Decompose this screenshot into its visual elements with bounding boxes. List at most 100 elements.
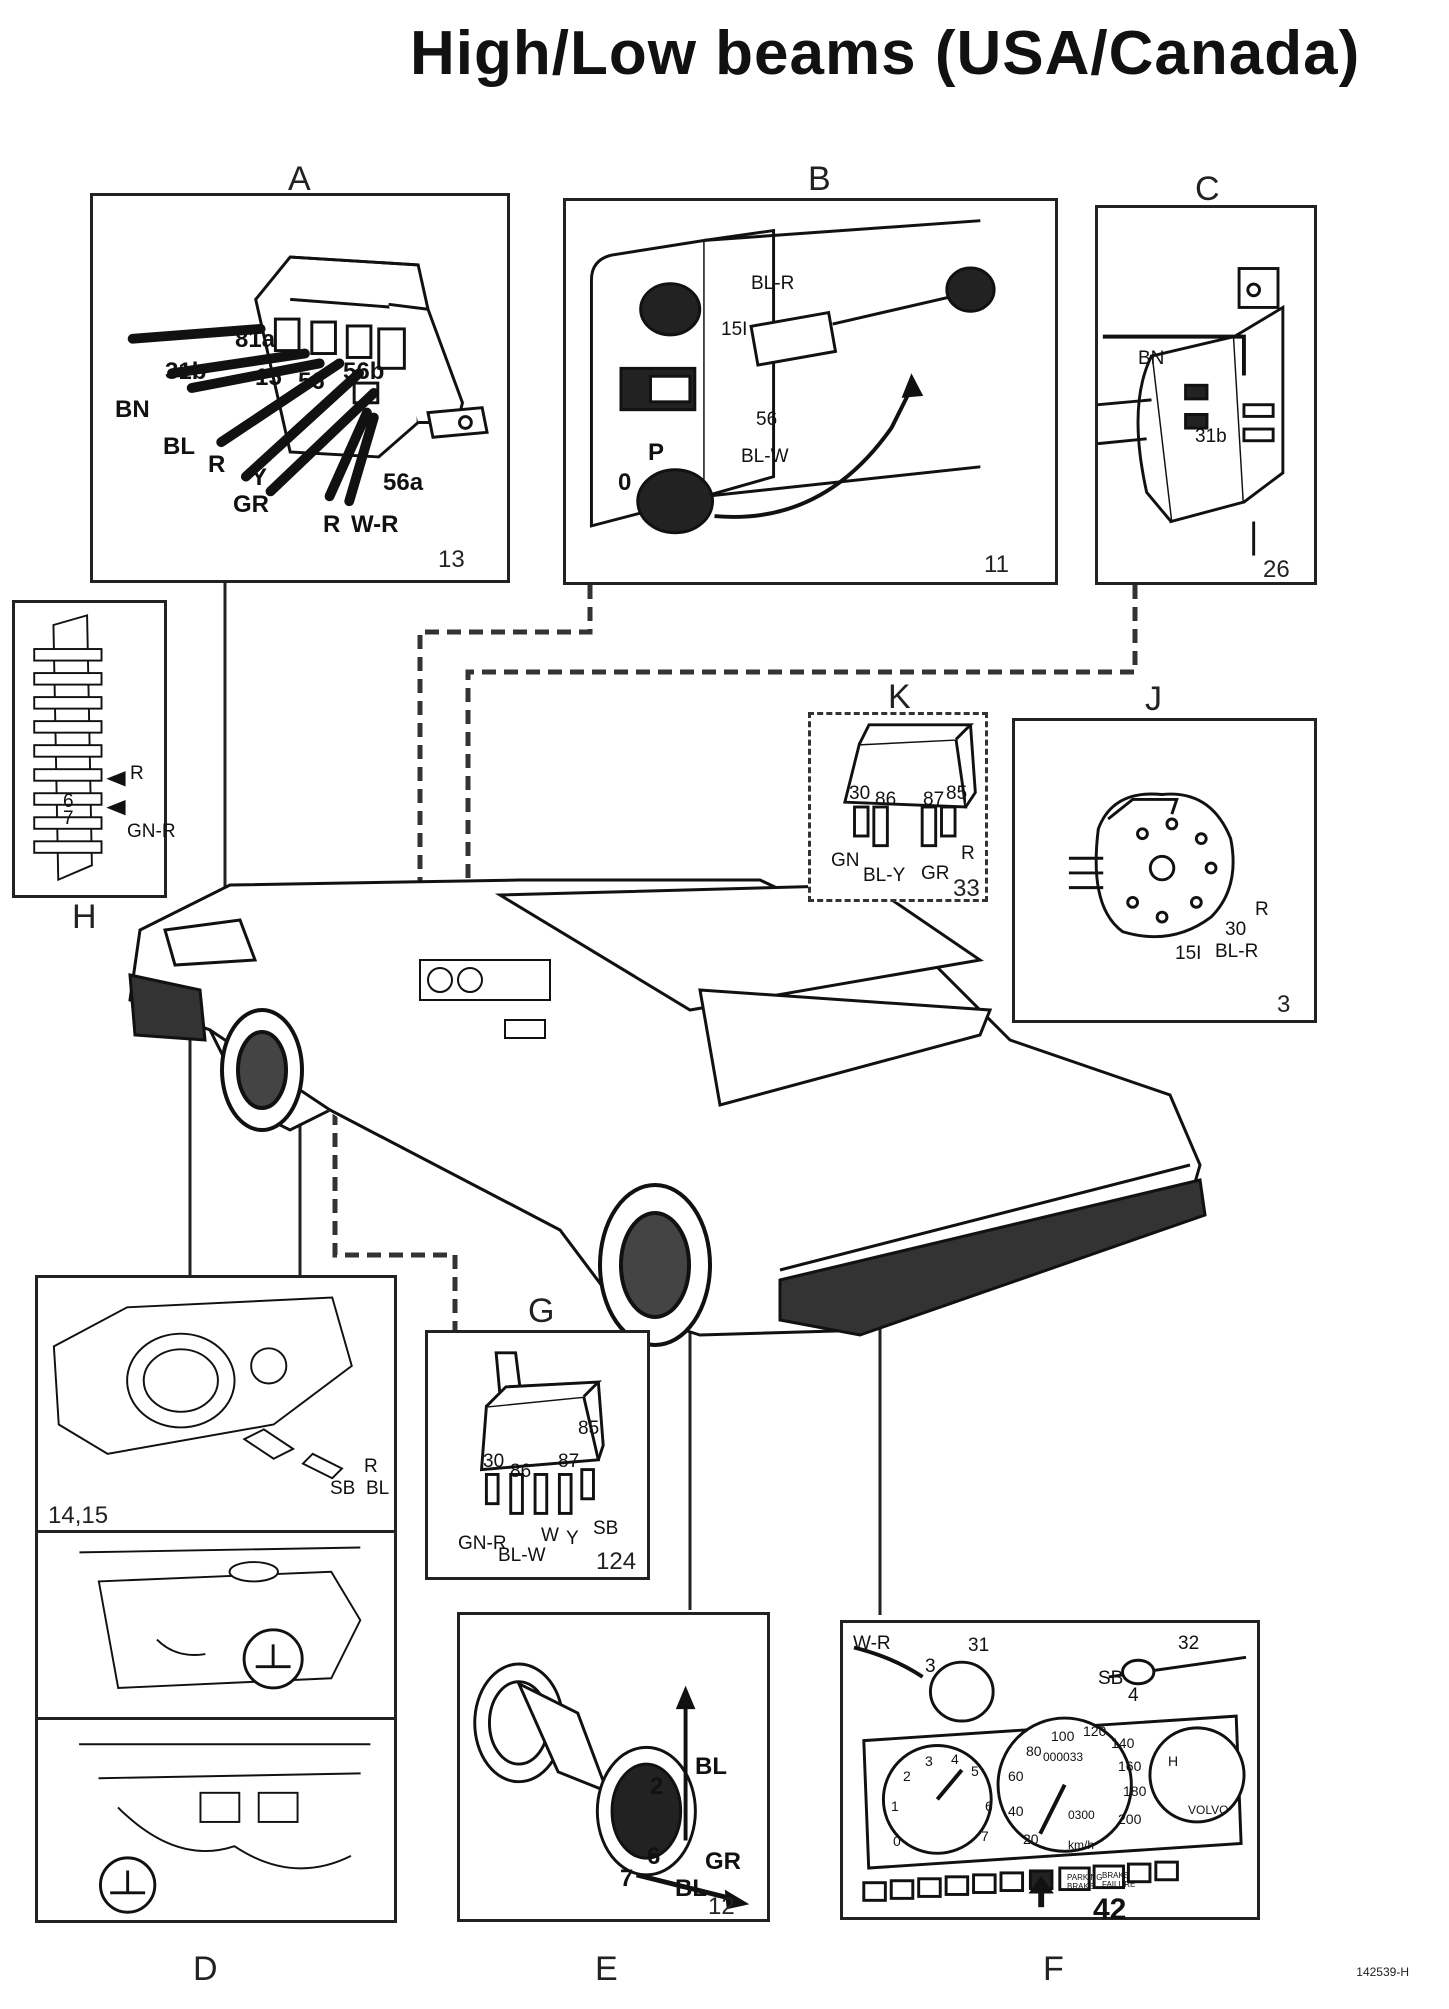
- panel-a-letter: A: [288, 160, 311, 198]
- panel-d-number: 14,15: [48, 1502, 109, 1529]
- fuse-6: 6: [63, 791, 74, 812]
- terminal-30: 30: [1225, 919, 1247, 940]
- instrument-cluster-illustration: [853, 1645, 1247, 1908]
- panel-e-letter: E: [595, 1950, 618, 1988]
- wire-gn-r: GN-R: [127, 821, 176, 842]
- terminal-56a: 56a: [383, 469, 424, 496]
- terminal-2: 2: [650, 1773, 664, 1800]
- wire-gr: GR: [233, 491, 269, 518]
- speed-100: 100: [1051, 1728, 1075, 1744]
- panel-d-headlight: R SB BL 14,15: [35, 1275, 397, 1533]
- relay-k-illustration: [842, 723, 977, 848]
- speed-80: 80: [1026, 1743, 1042, 1759]
- tach-6: 6: [985, 1798, 993, 1814]
- fuse-rows: [33, 648, 103, 854]
- terminal-31b: 31b: [1195, 426, 1227, 447]
- terminal-85: 85: [946, 783, 968, 804]
- tach-2: 2: [903, 1768, 911, 1784]
- panel-f: W-R 3 31 SB 4 32 100 120 80 140 60 160 4…: [840, 1620, 1260, 1926]
- panel-b-number: 11: [984, 551, 1009, 578]
- terminal-87: 87: [923, 789, 945, 810]
- panel-d-ground-1: [35, 1530, 397, 1720]
- wire-w-r: W-R: [853, 1633, 891, 1654]
- leader-k: [367, 1045, 883, 1093]
- tach-4: 4: [951, 1751, 959, 1767]
- switch-position-0: 0: [618, 469, 632, 496]
- panel-b: BL-R 15I 56 BL-W P 0 11: [563, 198, 1058, 585]
- temp-h: H: [1168, 1753, 1179, 1769]
- panel-c-letter: C: [1195, 170, 1220, 208]
- speed-160: 160: [1118, 1758, 1142, 1774]
- terminal-32: 32: [1178, 1633, 1200, 1654]
- tach-7: 7: [981, 1828, 989, 1844]
- relay-illustration: [127, 255, 489, 507]
- panel-k-number: 33: [953, 875, 980, 902]
- wire-r: R: [961, 843, 975, 864]
- speed-140: 140: [1111, 1735, 1135, 1751]
- wire-bl: BL: [366, 1478, 390, 1499]
- speed-120: 120: [1083, 1723, 1107, 1739]
- wire-bl-w: BL-W: [498, 1545, 546, 1566]
- fuse-7: 7: [63, 808, 74, 829]
- panel-j: R 30 15I BL-R 3: [1012, 718, 1317, 1023]
- volvo-logo-text: VOLVO: [1188, 1803, 1229, 1817]
- terminal-15i: 15I: [721, 319, 748, 340]
- wire-r2: R: [323, 511, 341, 538]
- wire-bl: BL: [695, 1753, 727, 1780]
- tach-3: 3: [925, 1753, 933, 1769]
- warning-parking-brake: PARKING BRAKE: [1067, 1873, 1103, 1891]
- wire-bn: BN: [115, 396, 150, 423]
- terminal-56: 56: [756, 409, 778, 430]
- panel-b-letter: B: [808, 160, 831, 198]
- panel-f-number: 42: [1093, 1893, 1127, 1926]
- panel-g-number: 124: [596, 1548, 637, 1575]
- wire-sb: SB: [1098, 1668, 1124, 1689]
- wire-bl-2: BL: [675, 1875, 707, 1902]
- panel-c: BN 31b 26: [1095, 205, 1317, 585]
- wire-r: R: [1255, 899, 1269, 920]
- panel-j-number: 3: [1277, 991, 1291, 1018]
- panel-f-letter: F: [1043, 1950, 1064, 1988]
- wire-r: R: [208, 451, 226, 478]
- combination-switch-illustration: [1068, 792, 1235, 939]
- panel-e-number: 12: [708, 1893, 735, 1920]
- wire-w-r: W-R: [351, 511, 399, 538]
- wire-bl-r: BL-R: [751, 273, 795, 294]
- terminal-86: 86: [510, 1461, 532, 1482]
- terminal-87: 87: [558, 1451, 580, 1472]
- reference-number: 142539-H: [1356, 1965, 1409, 1979]
- panel-c-number: 26: [1263, 556, 1290, 583]
- warning-brake-failure: BRAKE FAILURE: [1102, 1871, 1136, 1889]
- wire-y: Y: [251, 464, 268, 491]
- steering-switch-illustration: [473, 1662, 750, 1910]
- dimmer-switch-illustration: [1098, 267, 1285, 556]
- panel-k: 30 86 87 85 GN BL-Y GR R 33: [808, 712, 988, 902]
- speed-180: 180: [1123, 1783, 1147, 1799]
- terminal-30: 30: [849, 783, 871, 804]
- panel-a-number: 13: [438, 546, 465, 573]
- wire-r: R: [130, 763, 144, 784]
- terminal-15: 15: [255, 364, 282, 391]
- panel-d-letter: D: [193, 1950, 218, 1988]
- tach-1: 1: [891, 1798, 899, 1814]
- terminal-15i: 15I: [1175, 943, 1202, 964]
- wire-gn-r: GN-R: [458, 1533, 507, 1554]
- panel-k-letter: K: [888, 678, 911, 716]
- speed-60: 60: [1008, 1768, 1024, 1784]
- wire-bn: BN: [1138, 348, 1165, 369]
- terminal-4: 4: [1128, 1685, 1139, 1706]
- wire-y: Y: [566, 1528, 579, 1549]
- wire-sb: SB: [593, 1518, 619, 1539]
- terminal-81a: 81a: [235, 326, 276, 353]
- switch-position-p: P: [648, 439, 665, 466]
- panel-h: 6 7 R GN-R: [12, 600, 176, 898]
- terminal-7: 7: [620, 1865, 634, 1892]
- fuse-box-illustration: [33, 614, 126, 882]
- terminal-56: 56: [298, 368, 325, 395]
- odometer: 000033: [1043, 1750, 1084, 1764]
- page-title: High/Low beams (USA/Canada): [410, 19, 1361, 88]
- wire-bl: BL: [163, 433, 195, 460]
- terminal-31b: 31b: [165, 358, 207, 385]
- wire-bl-y: BL-Y: [863, 865, 906, 886]
- wire-w: W: [541, 1525, 559, 1546]
